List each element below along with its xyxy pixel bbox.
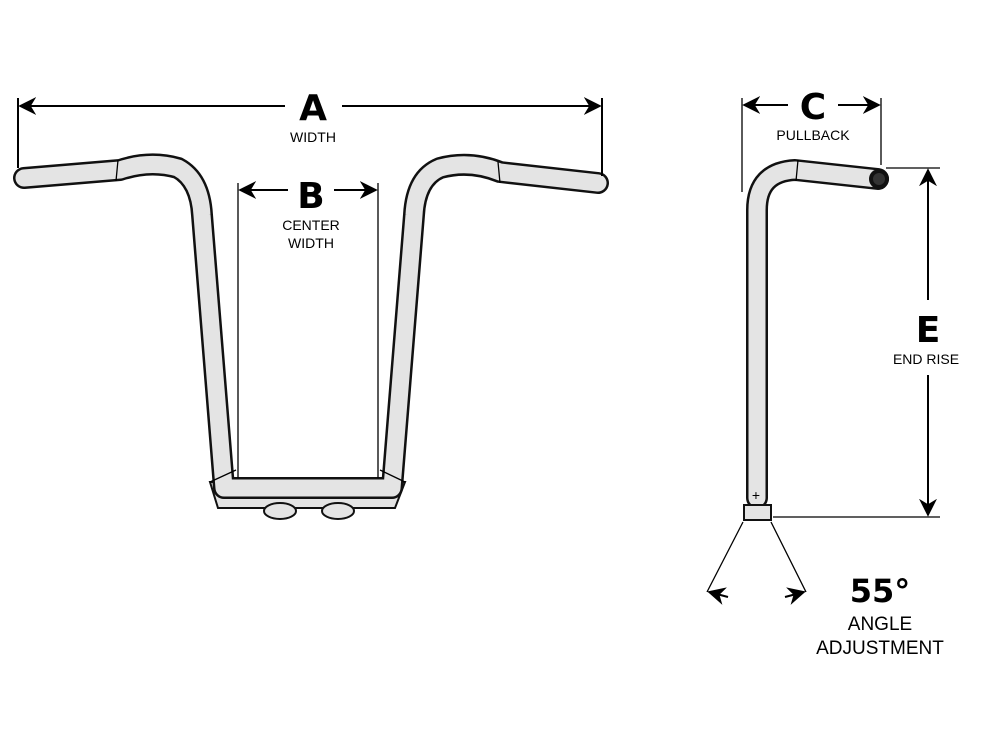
angle-value: 55° — [850, 572, 911, 610]
dimension-e-letter: E — [916, 310, 941, 351]
angle-label-line1: ANGLE — [848, 614, 912, 635]
riser-bolt-left — [263, 502, 297, 520]
dimension-c-label: PULLBACK — [776, 127, 850, 143]
side-view-handlebar: + — [743, 159, 889, 521]
angle-label-line2: ADJUSTMENT — [816, 638, 944, 659]
dimension-e: E END RISE — [773, 167, 959, 518]
clamp-block — [743, 504, 772, 521]
dimension-b-label-line1: CENTER — [282, 217, 340, 233]
dimension-b: B CENTER WIDTH — [237, 176, 379, 478]
dimension-b-label-line2: WIDTH — [288, 235, 334, 251]
dimension-e-label: END RISE — [893, 351, 959, 367]
front-view-handlebar — [13, 153, 609, 520]
angle-adjustment: 55° ANGLE ADJUSTMENT — [706, 521, 944, 659]
dimension-b-letter: B — [297, 176, 324, 217]
dimension-c: C PULLBACK — [741, 87, 882, 192]
dimension-c-letter: C — [800, 87, 826, 128]
pivot-plus-icon: + — [752, 487, 760, 503]
riser-bolt-right — [321, 502, 355, 520]
dimension-a: A WIDTH — [17, 88, 603, 176]
dimension-a-letter: A — [299, 88, 327, 129]
dimension-a-label: WIDTH — [290, 129, 336, 145]
